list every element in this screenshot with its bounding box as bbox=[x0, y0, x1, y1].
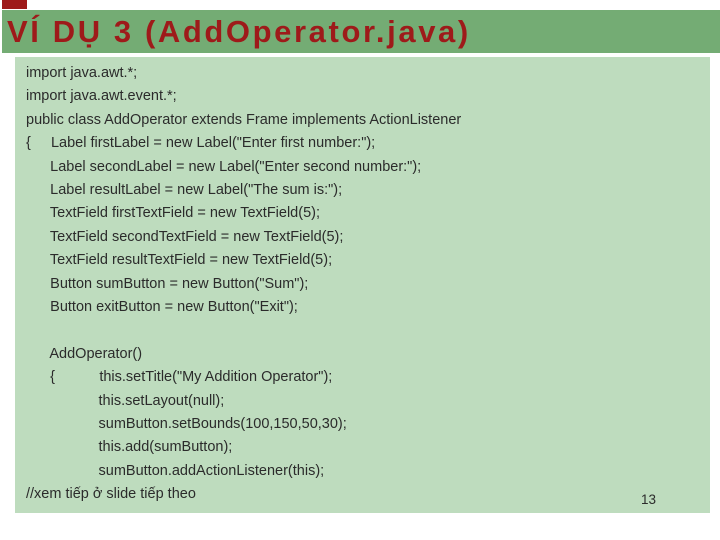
code-line: Button exitButton = new Button("Exit"); bbox=[26, 299, 298, 316]
code-line: public class AddOperator extends Frame i… bbox=[26, 111, 462, 128]
code-line: Button sumButton = new Button("Sum"); bbox=[26, 275, 309, 292]
code-line: import java.awt.event.*; bbox=[26, 88, 177, 105]
code-line: TextField firstTextField = new TextField… bbox=[26, 205, 321, 222]
code-line: TextField secondTextField = new TextFiel… bbox=[26, 228, 344, 245]
code-line: this.setLayout(null); bbox=[26, 392, 225, 409]
code-line: TextField resultTextField = new TextFiel… bbox=[26, 252, 333, 269]
page-number: 13 bbox=[641, 492, 657, 507]
code-line: { this.setTitle("My Addition Operator"); bbox=[26, 369, 333, 386]
code-line: { Label firstLabel = new Label("Enter fi… bbox=[26, 135, 376, 152]
slide-title: VÍ DỤ 3 (AddOperator.java) bbox=[7, 14, 471, 49]
red-accent-square bbox=[2, 0, 27, 9]
code-line: this.add(sumButton); bbox=[26, 439, 233, 456]
code-line-comment: //xem tiếp ở slide tiếp theo bbox=[26, 486, 196, 503]
title-band: VÍ DỤ 3 (AddOperator.java) bbox=[2, 10, 720, 53]
code-line: import java.awt.*; bbox=[26, 65, 138, 81]
code-line: Label resultLabel = new Label("The sum i… bbox=[26, 182, 343, 199]
code-line: Label secondLabel = new Label("Enter sec… bbox=[26, 158, 422, 175]
code-line: AddOperator() bbox=[26, 345, 143, 362]
code-block: import java.awt.*; import java.awt.event… bbox=[15, 57, 710, 507]
code-line: sumButton.setBounds(100,150,50,30); bbox=[26, 416, 347, 433]
code-panel: import java.awt.*; import java.awt.event… bbox=[15, 57, 710, 513]
code-line-blank bbox=[26, 319, 710, 342]
code-line: sumButton.addActionListener(this); bbox=[26, 462, 325, 479]
